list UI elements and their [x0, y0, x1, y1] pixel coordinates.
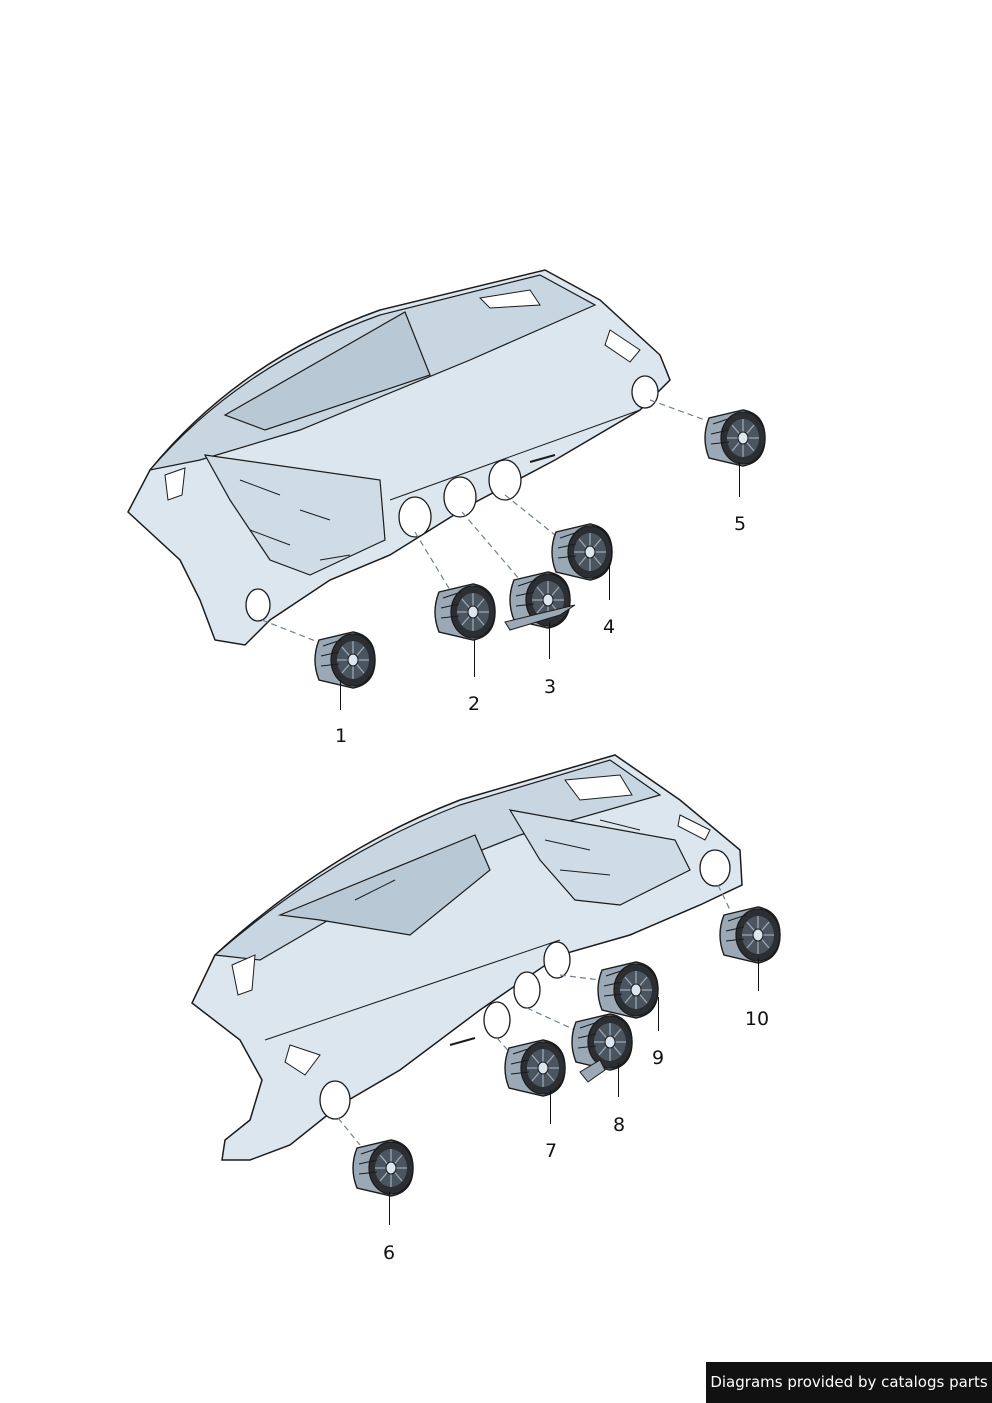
callout-5[interactable]: 5	[733, 513, 747, 535]
assembly-lines-upper	[261, 399, 706, 643]
air-vent-9	[597, 961, 659, 1019]
callout-7[interactable]: 7	[544, 1140, 558, 1162]
air-vent-6	[352, 1139, 414, 1197]
air-vent-10	[719, 906, 781, 964]
leader-line-6	[389, 1192, 390, 1225]
leader-line-7	[550, 1090, 551, 1124]
air-vent-2	[434, 583, 496, 641]
callout-8[interactable]: 8	[612, 1114, 626, 1136]
assembly-lines-lower	[337, 884, 731, 1146]
callout-2[interactable]: 2	[467, 693, 481, 715]
leader-line-4	[609, 563, 610, 600]
credit-banner: Diagrams provided by catalogs parts	[706, 1362, 992, 1403]
leader-line-10	[758, 958, 759, 991]
air-vent-7	[504, 1039, 566, 1097]
leader-line-9	[658, 997, 659, 1031]
leader-line-1	[340, 680, 341, 710]
callout-4[interactable]: 4	[602, 616, 616, 638]
callout-3[interactable]: 3	[543, 676, 557, 698]
callout-1[interactable]: 1	[334, 725, 348, 747]
dashboard-upper	[127, 269, 671, 646]
leader-line-2	[474, 640, 475, 677]
air-vent-5	[704, 409, 766, 467]
leader-line-5	[739, 462, 740, 497]
callout-6[interactable]: 6	[382, 1242, 396, 1264]
air-vent-8	[571, 1013, 633, 1083]
callout-10[interactable]: 10	[744, 1008, 770, 1030]
air-vent-4	[551, 523, 613, 581]
air-vent-1	[314, 631, 376, 689]
callout-9[interactable]: 9	[651, 1047, 665, 1069]
leader-line-8	[618, 1063, 619, 1097]
leader-line-3	[549, 622, 550, 659]
air-vent-3	[504, 571, 576, 631]
dashboard-lower	[191, 754, 743, 1161]
